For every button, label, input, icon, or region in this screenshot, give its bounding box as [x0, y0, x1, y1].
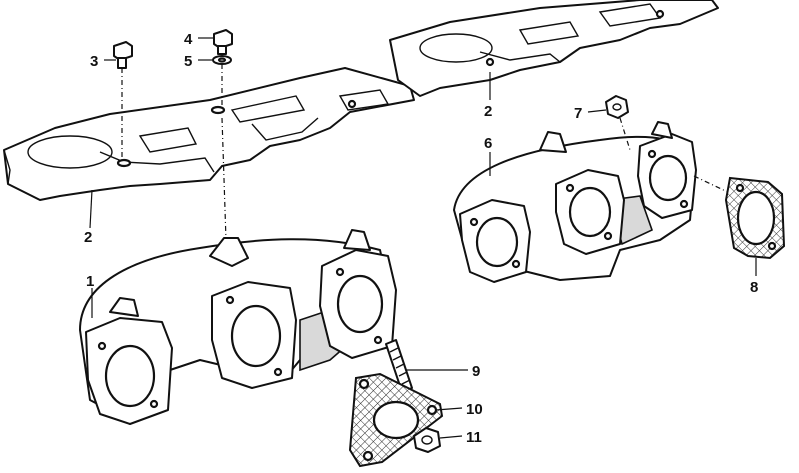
callouts: 1 2 2 3 4 5 6 7 8 9 10 11 — [84, 31, 758, 446]
exhaust-manifold-left — [79, 229, 397, 425]
exhaust-manifold-right — [453, 121, 697, 283]
bolt-3 — [113, 41, 133, 69]
gasket-10 — [348, 372, 444, 468]
callout-5: 5 — [184, 53, 192, 70]
callout-1: 1 — [86, 273, 94, 290]
leader-lines — [89, 37, 757, 439]
washer-5 — [212, 55, 232, 65]
callout-11: 11 — [466, 429, 482, 446]
centerline-shield-manifold — [221, 117, 227, 241]
callout-2-right: 2 — [484, 103, 492, 120]
centerline-nut-7 — [619, 117, 631, 151]
gasket-8 — [724, 176, 786, 260]
callout-4: 4 — [184, 31, 193, 48]
bolt-4 — [213, 29, 233, 55]
callout-3: 3 — [90, 53, 98, 70]
heat-shield-right — [389, 0, 719, 97]
callout-8: 8 — [750, 279, 758, 296]
callout-7: 7 — [574, 105, 582, 122]
callout-6: 6 — [484, 135, 492, 152]
nut-11 — [413, 427, 441, 453]
callout-10: 10 — [466, 401, 483, 418]
heat-shield-left — [3, 67, 415, 201]
callout-2-left: 2 — [84, 229, 92, 246]
callout-9: 9 — [472, 363, 480, 380]
nut-7 — [605, 95, 629, 119]
stud-9 — [385, 339, 413, 393]
